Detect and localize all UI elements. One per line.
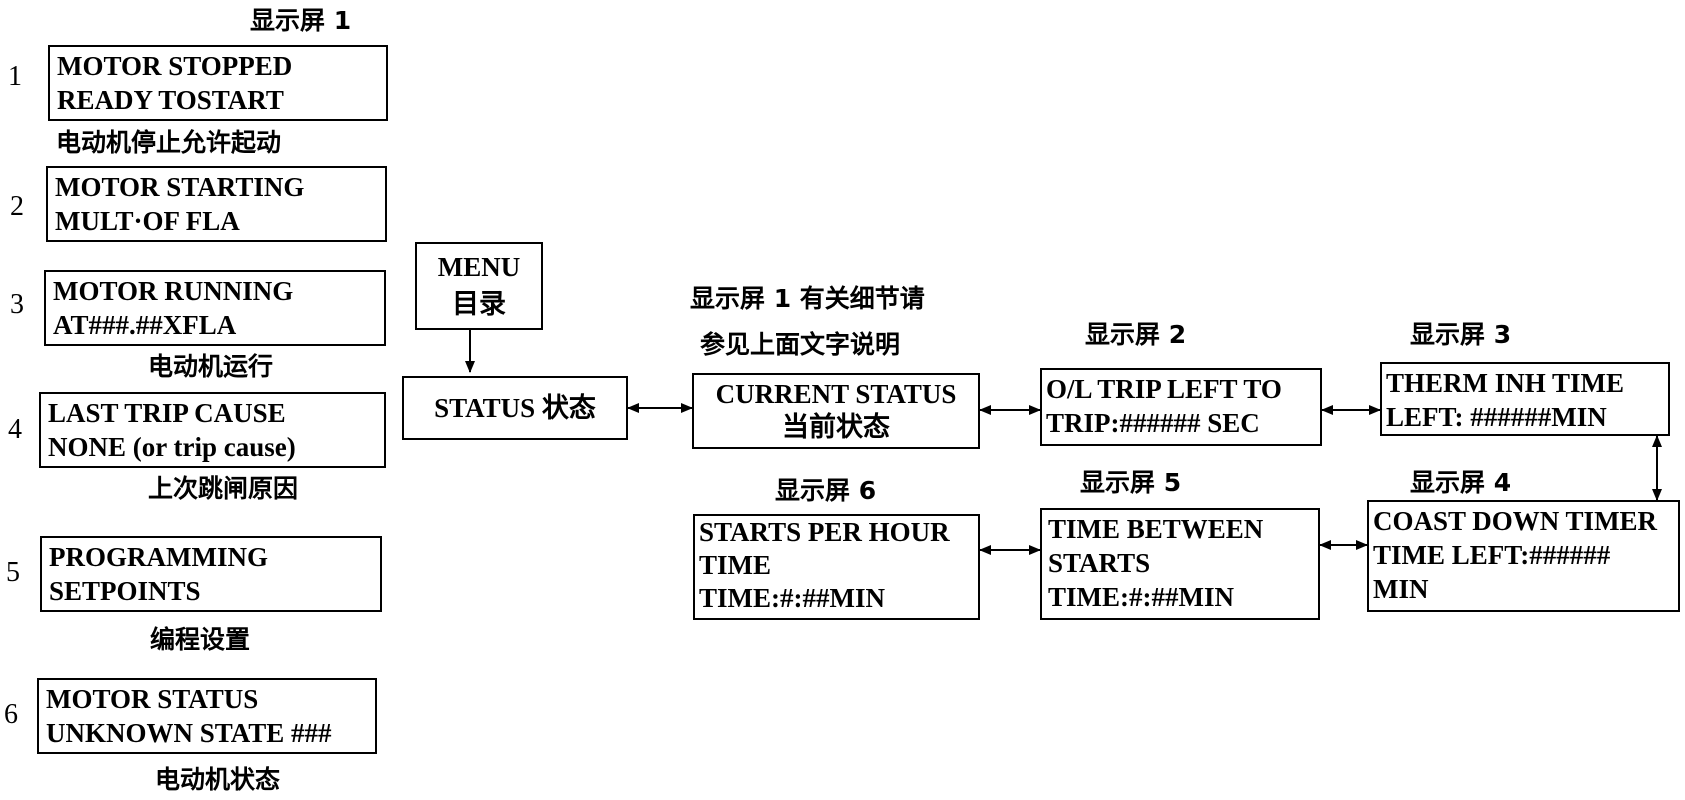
- display6-box: STARTS PER HOUR TIME TIME:#:##MIN: [693, 514, 980, 620]
- screen-3-line2: AT###.##XFLA: [53, 310, 237, 340]
- display6-line2: TIME: [699, 550, 772, 580]
- screen-4-line1: LAST TRIP CAUSE: [48, 398, 286, 428]
- menu-line2: 目录: [452, 289, 506, 320]
- current-status-note-line2: 参见上面文字说明: [700, 330, 901, 359]
- screen-1-line1: MOTOR STOPPED: [57, 51, 293, 81]
- screen-number-3: 3: [10, 289, 24, 320]
- screen-1-line2: READY TOSTART: [57, 85, 284, 115]
- screen-1-caption: 电动机停止允许起动: [56, 128, 282, 157]
- current-status-line1: CURRENT STATUS: [715, 379, 957, 409]
- screen-number-4: 4: [8, 414, 22, 445]
- screen-6-line1: MOTOR STATUS: [46, 684, 259, 714]
- screen-number-1: 1: [8, 61, 22, 92]
- screen-6-caption: 电动机状态: [155, 765, 281, 794]
- left-panel-title: 显示屏 1: [250, 6, 352, 35]
- screen-2-line2: MULT·OF FLA: [55, 206, 240, 236]
- display4-line3: MIN: [1373, 574, 1429, 604]
- status-label: STATUS 状态: [434, 393, 596, 423]
- current-status-line2: 当前状态: [782, 412, 890, 443]
- status-box: STATUS 状态: [402, 376, 628, 440]
- display4-title: 显示屏 4: [1410, 468, 1512, 497]
- display2-line2: TRIP:###### SEC: [1046, 408, 1260, 438]
- display6-line1: STARTS PER HOUR: [699, 517, 950, 547]
- screen-2-line1: MOTOR STARTING: [55, 172, 305, 202]
- display6-line3: TIME:#:##MIN: [699, 583, 885, 613]
- display3-box: THERM INH TIME LEFT: ######MIN: [1380, 362, 1670, 436]
- display2-title: 显示屏 2: [1085, 320, 1187, 349]
- current-status-box: CURRENT STATUS 当前状态: [692, 373, 980, 449]
- screen-3-line1: MOTOR RUNNING: [53, 276, 294, 306]
- current-status-note-line1: 显示屏 1 有关细节请: [690, 284, 925, 313]
- display3-title: 显示屏 3: [1410, 320, 1512, 349]
- screen-4-box: LAST TRIP CAUSE NONE (or trip cause): [39, 392, 386, 468]
- screen-3-box: MOTOR RUNNING AT###.##XFLA: [44, 270, 386, 346]
- display5-line1: TIME BETWEEN: [1048, 514, 1264, 544]
- display5-title: 显示屏 5: [1080, 468, 1182, 497]
- screen-2-box: MOTOR STARTING MULT·OF FLA: [46, 166, 387, 242]
- display5-line3: TIME:#:##MIN: [1048, 582, 1234, 612]
- display4-line2: TIME LEFT:######: [1373, 540, 1611, 570]
- menu-box: MENU 目录: [415, 242, 543, 330]
- screen-4-caption: 上次跳闸原因: [148, 474, 299, 503]
- display2-line1: O/L TRIP LEFT TO: [1046, 374, 1282, 404]
- screen-5-line1: PROGRAMMING: [49, 542, 268, 572]
- display4-line1: COAST DOWN TIMER: [1373, 506, 1658, 536]
- screen-6-box: MOTOR STATUS UNKNOWN STATE ###: [37, 678, 377, 754]
- screen-4-line2: NONE (or trip cause): [48, 432, 296, 462]
- screen-number-2: 2: [10, 191, 24, 222]
- display4-box: COAST DOWN TIMER TIME LEFT:###### MIN: [1367, 500, 1680, 612]
- screen-5-line2: SETPOINTS: [49, 576, 201, 606]
- display3-line1: THERM INH TIME: [1386, 368, 1625, 398]
- screen-5-box: PROGRAMMING SETPOINTS: [40, 536, 382, 612]
- screen-number-5: 5: [6, 557, 20, 588]
- screen-6-line2: UNKNOWN STATE ###: [46, 718, 332, 748]
- display2-box: O/L TRIP LEFT TO TRIP:###### SEC: [1040, 368, 1322, 446]
- screen-3-caption: 电动机运行: [148, 352, 274, 381]
- display5-box: TIME BETWEEN STARTS TIME:#:##MIN: [1040, 508, 1320, 620]
- screen-number-6: 6: [4, 699, 18, 730]
- screen-5-caption: 编程设置: [150, 625, 251, 654]
- display3-line2: LEFT: ######MIN: [1386, 402, 1607, 432]
- screen-1-box: MOTOR STOPPED READY TOSTART: [48, 45, 388, 121]
- menu-line1: MENU: [437, 252, 521, 282]
- display5-line2: STARTS: [1048, 548, 1151, 578]
- display6-title: 显示屏 6: [775, 476, 877, 505]
